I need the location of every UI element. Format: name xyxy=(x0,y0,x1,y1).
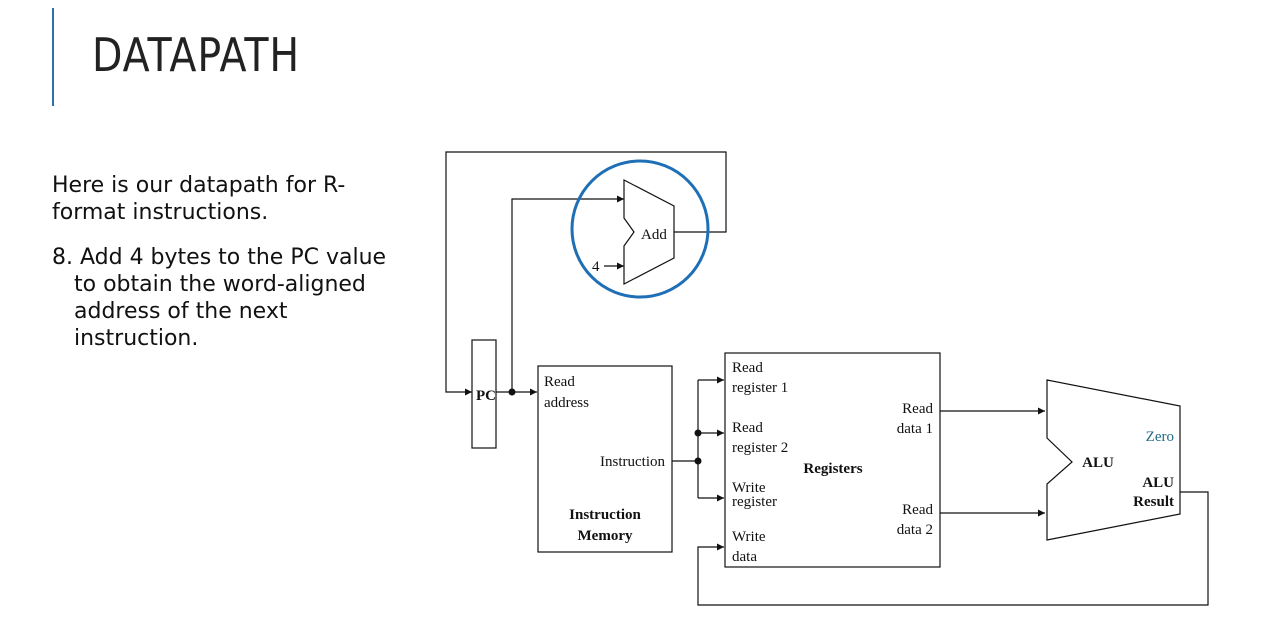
step-text: 8. Add 4 bytes to the PC value to obtain… xyxy=(52,245,387,351)
adder-unit xyxy=(623,179,675,285)
instruction-output-label: Instruction xyxy=(600,454,665,470)
read-reg1-label-1: Read xyxy=(732,360,763,376)
pc-label: PC xyxy=(476,388,496,404)
highlight-circle xyxy=(570,159,710,299)
read-data2-label-1: Read xyxy=(902,502,933,518)
constant-four-label: 4 xyxy=(592,259,600,275)
imem-name-2: Memory xyxy=(578,528,633,544)
imem-name-1: Instruction xyxy=(569,507,641,523)
bus-junction-dot-bottom xyxy=(694,457,702,465)
alu-unit xyxy=(1046,379,1181,541)
adder-output-wire xyxy=(445,151,727,396)
read-address-label-1: Read xyxy=(544,374,575,390)
pc-to-adder-wire xyxy=(511,195,624,392)
slide-title: DATAPATH xyxy=(92,28,301,82)
read-reg2-label-2: register 2 xyxy=(732,440,788,456)
read-data1-label-2: data 1 xyxy=(897,421,933,437)
alu-result-wire xyxy=(697,491,1209,606)
write-reg-label-2: register xyxy=(732,494,777,510)
read-address-label-2: address xyxy=(544,395,589,411)
read-reg2-label-1: Read xyxy=(732,420,763,436)
registers-name: Registers xyxy=(803,461,862,477)
pc-register xyxy=(471,339,497,449)
alu-name: ALU xyxy=(1082,455,1114,471)
write-reg-label-1: Write xyxy=(732,480,766,496)
read-data1-label-1: Read xyxy=(902,401,933,417)
register-file xyxy=(724,352,941,568)
intro-text: Here is our datapath for R-format instru… xyxy=(52,173,346,225)
alu-result-label-1: ALU xyxy=(1142,475,1174,491)
alu-result-label-2: Result xyxy=(1133,494,1174,510)
pc-junction-dot xyxy=(508,388,516,396)
write-data-label-2: data xyxy=(732,549,757,565)
read-data2-label-2: data 2 xyxy=(897,522,933,538)
read-reg1-label-2: register 1 xyxy=(732,380,788,396)
slide-body: Here is our datapath for R-format instru… xyxy=(52,172,392,352)
accent-bar xyxy=(52,8,54,106)
bus-junction-dot-top xyxy=(694,429,702,437)
adder-label: Add xyxy=(641,227,667,243)
instruction-memory xyxy=(537,365,673,553)
zero-label: Zero xyxy=(1146,429,1174,445)
write-data-label-1: Write xyxy=(732,529,766,545)
